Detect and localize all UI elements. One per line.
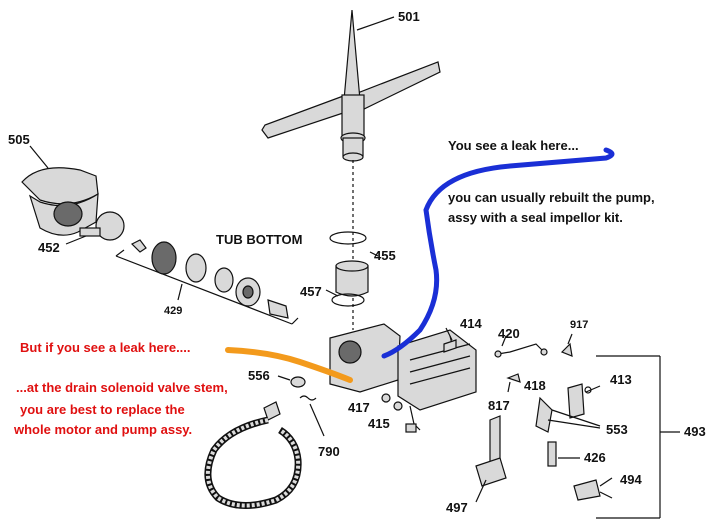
label-418: 418 bbox=[524, 378, 546, 393]
label-tub-bottom: TUB BOTTOM bbox=[216, 232, 302, 247]
parts-group-429 bbox=[115, 239, 299, 325]
label-426: 426 bbox=[584, 450, 606, 465]
bracket-497 bbox=[475, 415, 507, 503]
label-414: 414 bbox=[460, 316, 482, 331]
note-blue-3: assy with a seal impellor kit. bbox=[448, 210, 623, 225]
label-455: 455 bbox=[374, 248, 396, 263]
label-417: 417 bbox=[348, 400, 370, 415]
label-494: 494 bbox=[620, 472, 642, 487]
fittings-417-415 bbox=[381, 327, 457, 411]
label-429: 429 bbox=[164, 305, 182, 317]
solenoid-parts bbox=[494, 333, 680, 519]
note-red-4: whole motor and pump assy. bbox=[13, 422, 192, 437]
label-452: 452 bbox=[38, 240, 60, 255]
note-blue-2: you can usually rebuilt the pump, bbox=[448, 190, 655, 205]
pump-motor-assembly bbox=[329, 323, 477, 433]
orange-leak-stroke bbox=[225, 347, 353, 383]
label-420: 420 bbox=[498, 326, 520, 341]
inlet-housing-505 bbox=[21, 145, 125, 245]
label-505: 505 bbox=[8, 132, 30, 147]
note-blue-1: You see a leak here... bbox=[448, 138, 579, 153]
drain-hose-assembly bbox=[204, 375, 325, 509]
note-red-1: But if you see a leak here.... bbox=[20, 340, 191, 355]
spray-arm-501 bbox=[261, 9, 441, 330]
label-553: 553 bbox=[606, 422, 628, 437]
label-790: 790 bbox=[318, 444, 340, 459]
label-497: 497 bbox=[446, 500, 468, 515]
note-red-3: you are best to replace the bbox=[20, 402, 185, 417]
blue-leak-stroke bbox=[381, 147, 615, 359]
label-413: 413 bbox=[610, 372, 632, 387]
label-917: 917 bbox=[570, 319, 588, 331]
label-457: 457 bbox=[300, 284, 322, 299]
label-415: 415 bbox=[368, 416, 390, 431]
label-556: 556 bbox=[248, 368, 270, 383]
note-red-2: ...at the drain solenoid valve stem, bbox=[16, 380, 228, 395]
label-817: 817 bbox=[488, 398, 510, 413]
label-501: 501 bbox=[398, 9, 420, 24]
label-493: 493 bbox=[684, 424, 706, 439]
seals-455-457 bbox=[325, 231, 379, 307]
